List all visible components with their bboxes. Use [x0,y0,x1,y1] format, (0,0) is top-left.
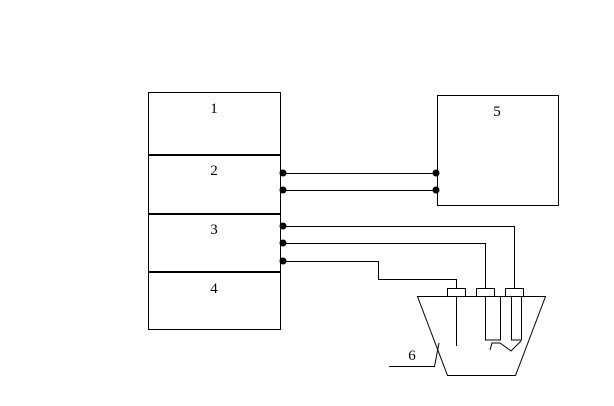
vessel-6-leader [389,342,440,367]
block-1-label: 1 [210,101,218,117]
vessel-6: 6 [389,288,547,376]
terminal-2-lower [279,186,287,194]
electrode-clamp-right [505,288,524,297]
wire-3-top [283,226,515,289]
vessel-6-label: 6 [408,348,416,364]
electrode-clamp-left [447,288,466,297]
block-2-label: 2 [210,163,218,179]
wire-3-bottom [283,261,457,289]
link-2-to-5 [279,169,440,194]
stacked-unit: 1 2 3 4 [148,92,281,330]
electrode-clamp-middle [476,288,495,297]
terminal-5-upper [432,169,440,177]
terminal-2-upper [279,169,287,177]
vessel-body [416,296,547,376]
electrode-middle [485,297,501,341]
box-5-label: 5 [493,104,501,120]
wire-3-middle [283,243,486,289]
electrode-bent-tip [489,340,522,352]
block-4-label: 4 [210,281,218,297]
box-5-frame [437,95,559,206]
link-3-to-6 [279,222,515,289]
box-5: 5 [437,95,559,206]
electrode-right [511,297,522,341]
block-3-label: 3 [210,222,218,238]
terminal-5-lower [432,186,440,194]
